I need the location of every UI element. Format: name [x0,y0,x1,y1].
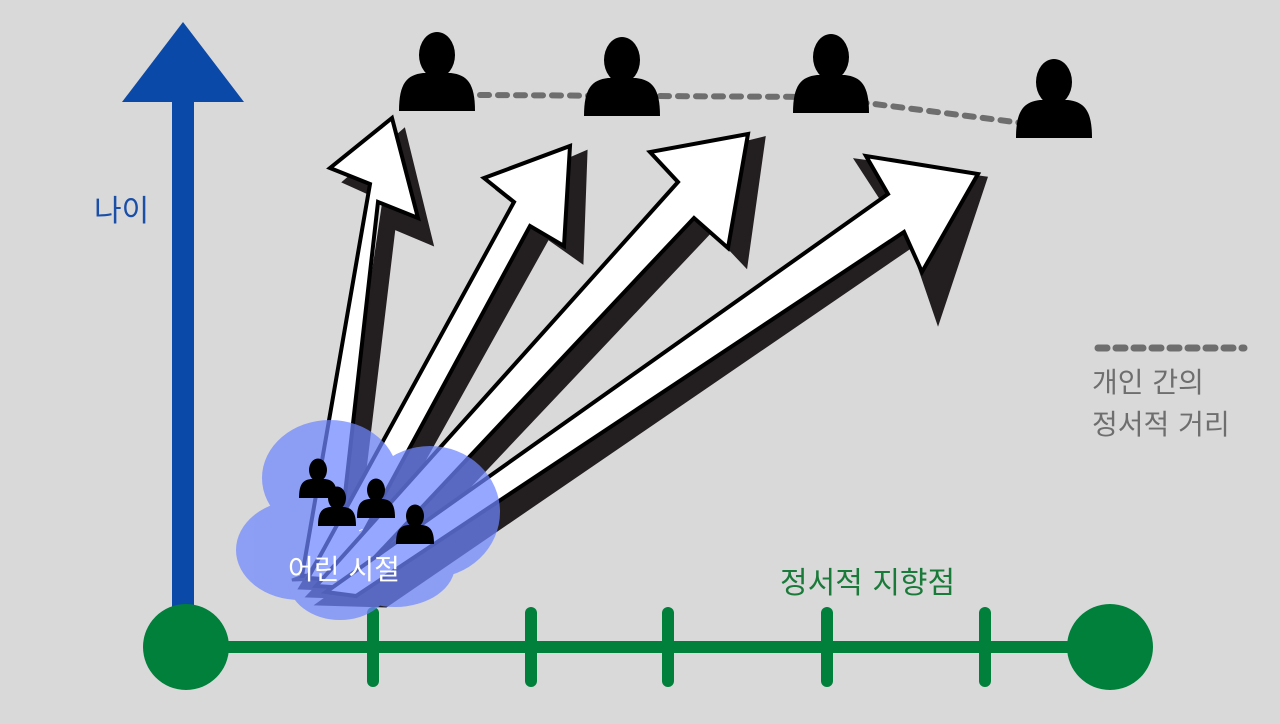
person-icon [793,34,869,113]
orientation-axis [143,604,1153,690]
legend-line-1: 개인 간의 [1092,366,1204,399]
age-axis-label: 나이 [94,194,150,229]
axis-tick [367,607,379,687]
legend: 개인 간의 정서적 거리 [1092,362,1230,446]
axis-tick [525,607,537,687]
age-axis [122,22,244,636]
person-icon [584,37,660,116]
axis-tick [662,607,674,687]
axis-origin-dot [143,604,229,690]
person-icon [1016,59,1092,138]
up-arrowhead-icon [122,22,244,102]
axis-end-dot [1067,604,1153,690]
axis-tick [821,607,833,687]
adults-group [399,32,1092,138]
emotional-distance-line [477,92,1033,127]
person-icon [399,32,475,111]
legend-line-2: 정서적 거리 [1092,408,1230,441]
orientation-axis-label: 정서적 지향점 [780,566,956,601]
childhood-label: 어린 시절 [288,553,400,586]
axis-tick [979,607,991,687]
